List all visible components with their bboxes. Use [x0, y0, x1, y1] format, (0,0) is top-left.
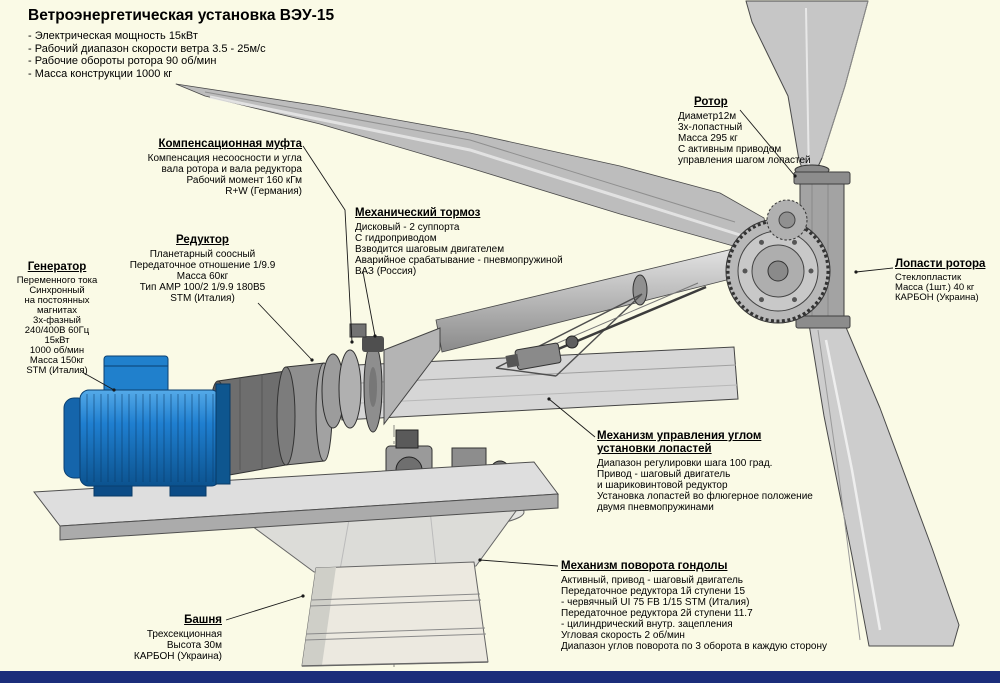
label-line: вала ротора и вала редуктора [161, 164, 302, 175]
label-line: - цилиндрический внутр. зацепления [561, 619, 733, 630]
label-line: на постоянных [24, 295, 90, 306]
leader-lines [81, 109, 894, 621]
label-line: Масса (1шт.) 40 кг [895, 282, 975, 293]
drivetrain-group [208, 323, 441, 478]
label-line: Диапазон углов поворота по 3 оборота в к… [561, 641, 827, 652]
label-line: 1000 об/мин [29, 345, 85, 356]
label-tower-title: Башня [184, 614, 222, 626]
label-brake: Механический тормоз Дисковый - 2 суппорт… [355, 207, 563, 277]
label-line: Дисковый - 2 суппорта [355, 222, 460, 233]
rotor-blade-upper [745, 0, 869, 187]
label-line: Диаметр12м [678, 111, 737, 122]
label-line: Активный, привод - шаговый двигатель [561, 575, 743, 586]
label-line: Синхронный [29, 285, 85, 296]
label-line: Масса 295 кг [678, 133, 738, 144]
label-rotor: Ротор Диаметр12м 3х-лопастный Масса 295 … [678, 96, 811, 166]
label-rotor-title: Ротор [694, 96, 728, 108]
label-gearbox-title: Редуктор [176, 234, 229, 246]
label-line: Масса 60кг [176, 271, 229, 282]
label-line: Передаточное отношение 1/9.9 [129, 260, 276, 271]
page-title: Ветроэнергетическая установка ВЭУ-15 [28, 7, 335, 24]
label-line: Трехсекционная [146, 629, 222, 640]
label-yaw-title: Механизм поворота гондолы [561, 560, 728, 572]
label-line: Аварийное срабатывание - пневмопружиной [355, 255, 563, 266]
label-line: Масса 150кг [29, 355, 85, 366]
label-line: С активным приводом [678, 144, 782, 155]
rotor-blade-lower [803, 293, 960, 647]
label-line: КАРБОН (Украина) [895, 292, 979, 303]
label-line: Высота 30м [166, 640, 222, 651]
label-blades-title: Лопасти ротора [895, 258, 986, 270]
rotor-hub-group [725, 171, 851, 329]
label-line: Рабочий момент 160 кГм [186, 175, 302, 186]
label-blades: Лопасти ротора Стеклопластик Масса (1шт.… [895, 258, 997, 303]
label-line: STM (Италия) [170, 293, 235, 304]
label-line: Привод - шаговый двигатель [597, 469, 731, 480]
spec-line: - Электрическая мощность 15кВт [28, 30, 198, 42]
label-line: R+W (Германия) [225, 186, 302, 197]
label-line: Передаточное редуктора 1й ступени 15 [561, 586, 746, 597]
spec-line: - Рабочий диапазон скорости ветра 3.5 - … [28, 42, 266, 55]
label-tower: Башня Трехсекционная Высота 30м КАРБОН (… [118, 614, 222, 662]
spec-line: - Масса конструкции 1000 кг [28, 67, 173, 80]
footer-bar [0, 671, 1000, 683]
label-line: Угловая скорость 2 об/мин [561, 630, 685, 641]
label-line: Установка лопастей во флюгерное положени… [597, 491, 813, 502]
label-pitch-title-2: установки лопастей [597, 443, 712, 455]
label-line: Тип AMP 100/2 1/9.9 180B5 [139, 282, 266, 293]
label-yaw-mechanism: Механизм поворота гондолы Активный, прив… [561, 560, 827, 652]
label-coupling-title: Компенсационная муфта [158, 138, 302, 150]
label-line: С гидроприводом [355, 233, 437, 244]
label-line: Взводится шаговым двигателем [355, 244, 505, 255]
spec-line: - Рабочие обороты ротора 90 об/мин [28, 55, 217, 67]
label-gearbox: Редуктор Планетарный соосный Передаточно… [100, 234, 305, 304]
label-line: Переменного тока [16, 275, 98, 286]
label-generator: Генератор Переменного тока Синхронный на… [2, 261, 112, 376]
label-line: 3х-фазный [33, 315, 81, 326]
label-generator-title: Генератор [27, 261, 87, 273]
label-line: Диапазон регулировки шага 100 град. [597, 458, 773, 469]
base-frame [33, 461, 559, 541]
label-line: 15кВт [44, 335, 70, 346]
label-line: - червячный UI 75 FB 1/15 STM (Италия) [561, 597, 750, 608]
label-pitch-title: Механизм управления углом [597, 430, 762, 442]
label-line: КАРБОН (Украина) [133, 651, 222, 662]
label-coupling: Компенсационная муфта Компенсация несоос… [102, 138, 302, 197]
label-line: ВАЗ (Россия) [355, 266, 417, 277]
label-line: STM (Италия) [26, 365, 88, 376]
label-line: 240/400В 60Гц [24, 325, 90, 336]
generator-group [63, 355, 231, 497]
label-line: двумя пневмопружинами [597, 502, 714, 513]
label-line: магнитах [36, 305, 78, 316]
label-line: Компенсация несоосности и угла [147, 153, 302, 164]
label-line: Передаточное редуктора 2й ступени 11.7 [561, 608, 753, 619]
nacelle-frame [335, 346, 739, 421]
header: Ветроэнергетическая установка ВЭУ-15 - Э… [28, 7, 334, 80]
label-pitch-mechanism: Механизм управления углом установки лопа… [597, 430, 813, 513]
label-line: Стеклопластик [895, 272, 962, 283]
label-line: и шариковинтовой редуктор [597, 480, 728, 491]
label-line: Планетарный соосный [149, 249, 256, 260]
label-brake-title: Механический тормоз [355, 207, 481, 219]
label-line: 3х-лопастный [678, 122, 743, 133]
label-line: управления шагом лопастей [678, 155, 811, 166]
